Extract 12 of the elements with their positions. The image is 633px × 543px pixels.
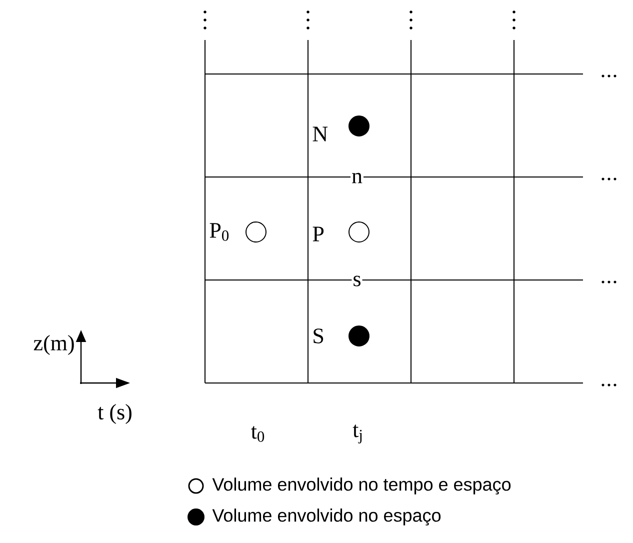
grid-label: t$_{j}$ — [352, 424, 362, 444]
grid-label: t (s) — [98, 404, 132, 424]
legend-text: Volume envolvido no espaço — [212, 508, 441, 526]
grid-label: n — [350, 172, 364, 184]
grid-label: P$_{0}$ — [210, 223, 229, 241]
grid-label: z(m) — [34, 335, 74, 355]
grid-label: P — [312, 226, 324, 242]
grid-label: S — [314, 328, 324, 344]
grid-label: N — [312, 126, 328, 142]
grid-label: t$_{0}$ — [251, 426, 264, 442]
grid-label: s — [352, 274, 362, 288]
legend-text: Volume envolvido no tempo e espaço — [212, 478, 511, 494]
